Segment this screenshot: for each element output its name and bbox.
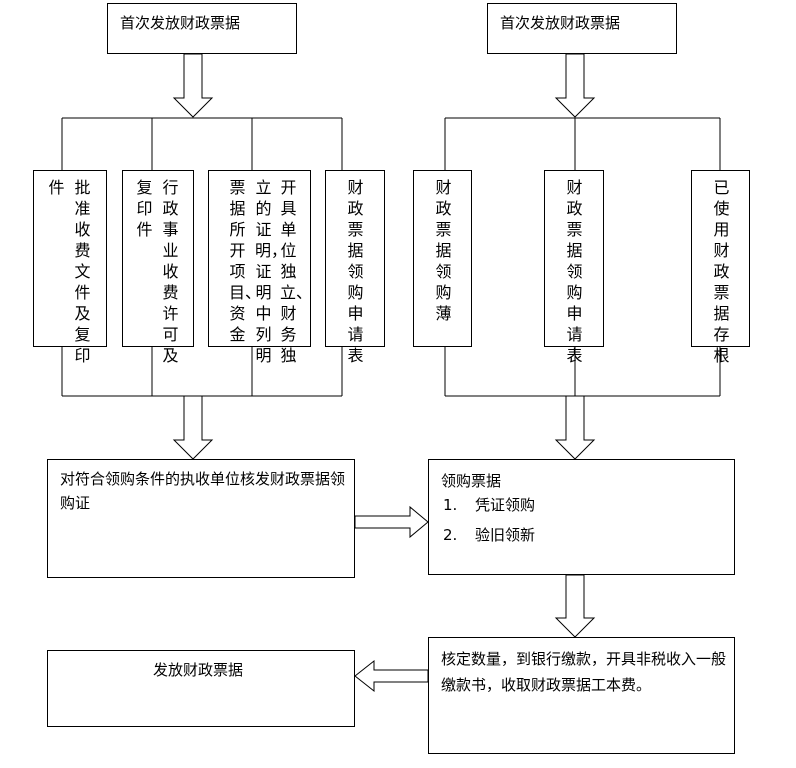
down-arrow-right-lower [554,574,596,638]
left-top-box: 首次发放财政票据 [107,3,297,54]
left-doc-box-4: 财政票据领购申请表 [325,170,385,365]
left-result-box: 对符合领购条件的执收单位核发财政票据领购证 [47,459,355,578]
right-purchase-box-title: 领购票据 [441,472,502,490]
right-doc-box-3: 已使用财政票据存根 [691,170,750,365]
right-top-box: 首次发放财政票据 [487,3,677,54]
left-doc-box-4-line-1: 财政票据领购申请表 [347,178,364,365]
right-verify-box: 核定数量，到银行缴款，开具非税收入一般缴款书，收取财政票据工本费。 [428,637,735,754]
list-item: 1. 凭证领购 [443,490,535,520]
left-doc-box-3-line-3: 票据所开项目、资金 [229,178,262,344]
left-doc-box-3: 开具单位独立、财务独 立的证明，证明中列明 票据所开项目、资金 [208,170,312,365]
right-arrow [354,505,429,539]
left-doc-box-3-line-1: 开具单位独立、财务独 [280,178,313,365]
left-doc-box-3-line-2: 立的证明，证明中列明 [255,178,288,365]
left-top-box-label: 首次发放财政票据 [120,14,241,32]
left-doc-box-1-line-2: 件 [48,178,65,197]
down-arrow-left-middle [172,395,214,460]
right-purchase-box: 领购票据 1. 凭证领购 2. 验旧领新 [428,459,735,575]
right-doc-box-2: 财政票据领购申请表 [544,170,604,365]
left-doc-box-2-line-1: 行政事业收费许可及 [162,178,179,365]
right-doc-box-3-line-1: 已使用财政票据存根 [713,178,730,365]
left-doc-box-1: 批准收费文件及复印 件 [33,170,107,365]
list-item-text: 凭证领购 [475,496,536,514]
right-top-box-label: 首次发放财政票据 [500,14,621,32]
down-arrow-left-top [172,53,214,118]
right-doc-box-1-line-1: 财政票据领购薄 [435,178,452,323]
final-issue-box-label: 发放财政票据 [153,661,244,679]
left-result-box-label: 对符合领购条件的执收单位核发财政票据领购证 [60,470,346,512]
left-doc-box-2: 行政事业收费许可及 复印件 [122,170,194,365]
left-arrow [354,659,429,693]
list-item: 2. 验旧领新 [443,520,535,550]
list-item-number: 2. [443,526,458,544]
left-doc-box-1-line-1: 批准收费文件及复印 [74,178,91,365]
list-item-text: 验旧领新 [475,526,536,544]
right-doc-box-1: 财政票据领购薄 [413,170,472,347]
right-verify-box-label: 核定数量，到银行缴款，开具非税收入一般缴款书，收取财政票据工本费。 [441,650,727,694]
right-doc-box-2-line-1: 财政票据领购申请表 [566,178,583,365]
down-arrow-right-top [554,53,596,118]
left-doc-box-2-line-2: 复印件 [136,178,153,239]
purchase-steps-list: 1. 凭证领购 2. 验旧领新 [443,490,535,550]
list-item-number: 1. [443,496,458,514]
down-arrow-right-middle [554,395,596,460]
final-issue-box: 发放财政票据 [47,650,355,727]
